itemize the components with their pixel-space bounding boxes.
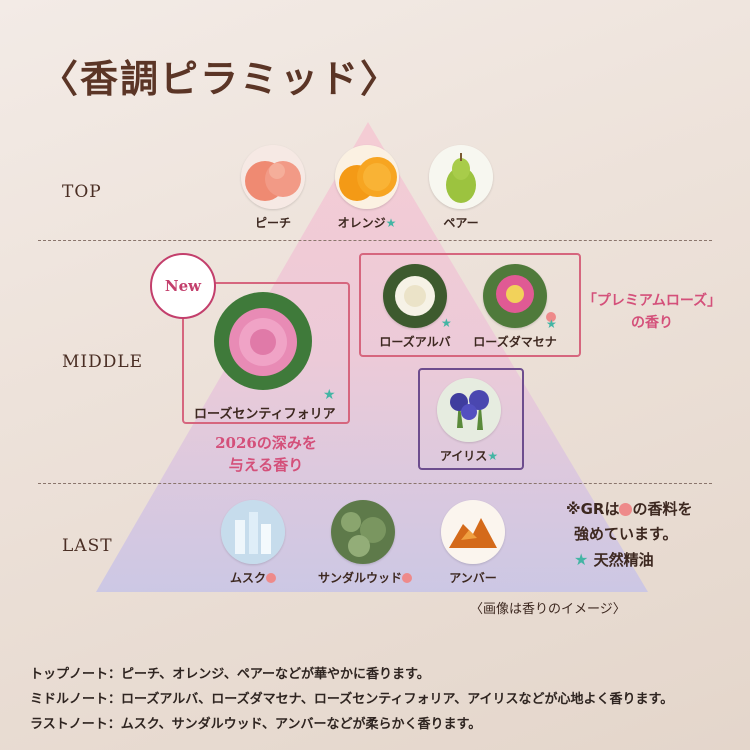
note-label: ペアー [443, 216, 479, 230]
rose-centifolia-box [182, 282, 350, 424]
rose-centifolia-icon [214, 292, 312, 394]
note-peach: ピーチ [228, 145, 318, 231]
essential-oil-star-icon: ★ [574, 550, 589, 569]
essential-oil-star-icon: ★ [487, 449, 499, 463]
gr-dot-icon [546, 312, 556, 322]
peach-icon [241, 145, 305, 209]
new-badge: New [150, 253, 216, 319]
note-sandalwood: サンダルウッド [318, 500, 413, 586]
centifolia-caption: 2026の深みを 与える香り [215, 434, 317, 474]
premium-rose-box [359, 253, 581, 357]
footer-description: トップノート：ピーチ、オレンジ、ペアーなどが華やかに香ります。 ミドルノート：ロ… [30, 667, 674, 732]
page-title: 〈香調ピラミッド〉 [40, 56, 401, 101]
note-label: オレンジ [337, 216, 386, 230]
amber-icon [441, 500, 505, 564]
note-pear: ペアー [416, 145, 506, 231]
image-note: 〈画像は香りのイメージ〉 [470, 602, 626, 617]
premium-rose-caption: 「プレミアムローズ」 の香り [582, 293, 722, 331]
note-rose-damascena: ローズダマセナ [470, 264, 560, 350]
note-label: ローズダマセナ [473, 335, 557, 349]
note-label: ピーチ [254, 216, 291, 230]
note-musk: ムスク [208, 500, 298, 586]
rose-alba-icon [383, 264, 447, 328]
note-label: ローズアルバ [379, 335, 451, 349]
gr-dot-icon [266, 573, 276, 583]
note-label: ムスク [229, 571, 266, 585]
note-iris: アイリス★ [424, 378, 514, 464]
iris-box [418, 368, 524, 470]
pear-icon [429, 145, 493, 209]
tier-label-middle: MIDDLE [62, 352, 144, 372]
orange-icon [335, 145, 399, 209]
rose-damascena-icon [483, 264, 547, 328]
note-rose-alba: ローズアルバ [370, 264, 460, 350]
note-label: アイリス [439, 449, 488, 463]
essential-oil-star-icon: ★ [323, 387, 336, 403]
gr-dot-icon [619, 503, 633, 516]
essential-oil-star-icon: ★ [546, 317, 557, 331]
iris-icon [437, 378, 501, 442]
gr-dot-icon [402, 573, 413, 583]
essential-oil-star-icon: ★ [441, 316, 452, 330]
note-amber: アンバー [428, 500, 518, 586]
tier-label-last: LAST [62, 536, 113, 556]
note-label: サンダルウッド [318, 571, 403, 585]
legend: ※GRはの香料を 強めています。 ★ 天然精油 [566, 500, 693, 569]
sandalwood-icon [331, 500, 395, 564]
tier-label-top: TOP [62, 182, 102, 202]
essential-oil-star-icon: ★ [385, 216, 397, 230]
note-label-rose-centifolia: ローズセンティフォリア [194, 407, 336, 422]
note-label: アンバー [449, 571, 497, 585]
musk-icon [221, 500, 285, 564]
note-orange: オレンジ★ [322, 145, 412, 231]
divider-top-middle [38, 240, 712, 241]
divider-middle-last [38, 483, 712, 484]
